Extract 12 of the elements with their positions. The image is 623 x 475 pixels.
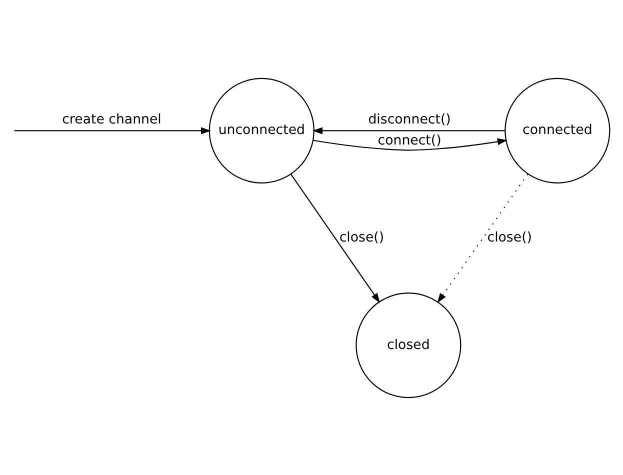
arrow	[437, 173, 528, 303]
edge-label: disconnect()	[368, 112, 451, 128]
arrow	[290, 173, 380, 303]
arrow	[313, 138, 508, 150]
edge-label: create channel	[62, 112, 162, 128]
edge-label: close()	[339, 230, 384, 245]
edge-label: connect()	[378, 133, 442, 148]
edge-label: close()	[487, 230, 532, 245]
node-circle: unconnected	[208, 77, 314, 184]
arrow	[312, 126, 505, 134]
node-circle: connected	[504, 77, 610, 184]
arrow	[14, 126, 211, 134]
